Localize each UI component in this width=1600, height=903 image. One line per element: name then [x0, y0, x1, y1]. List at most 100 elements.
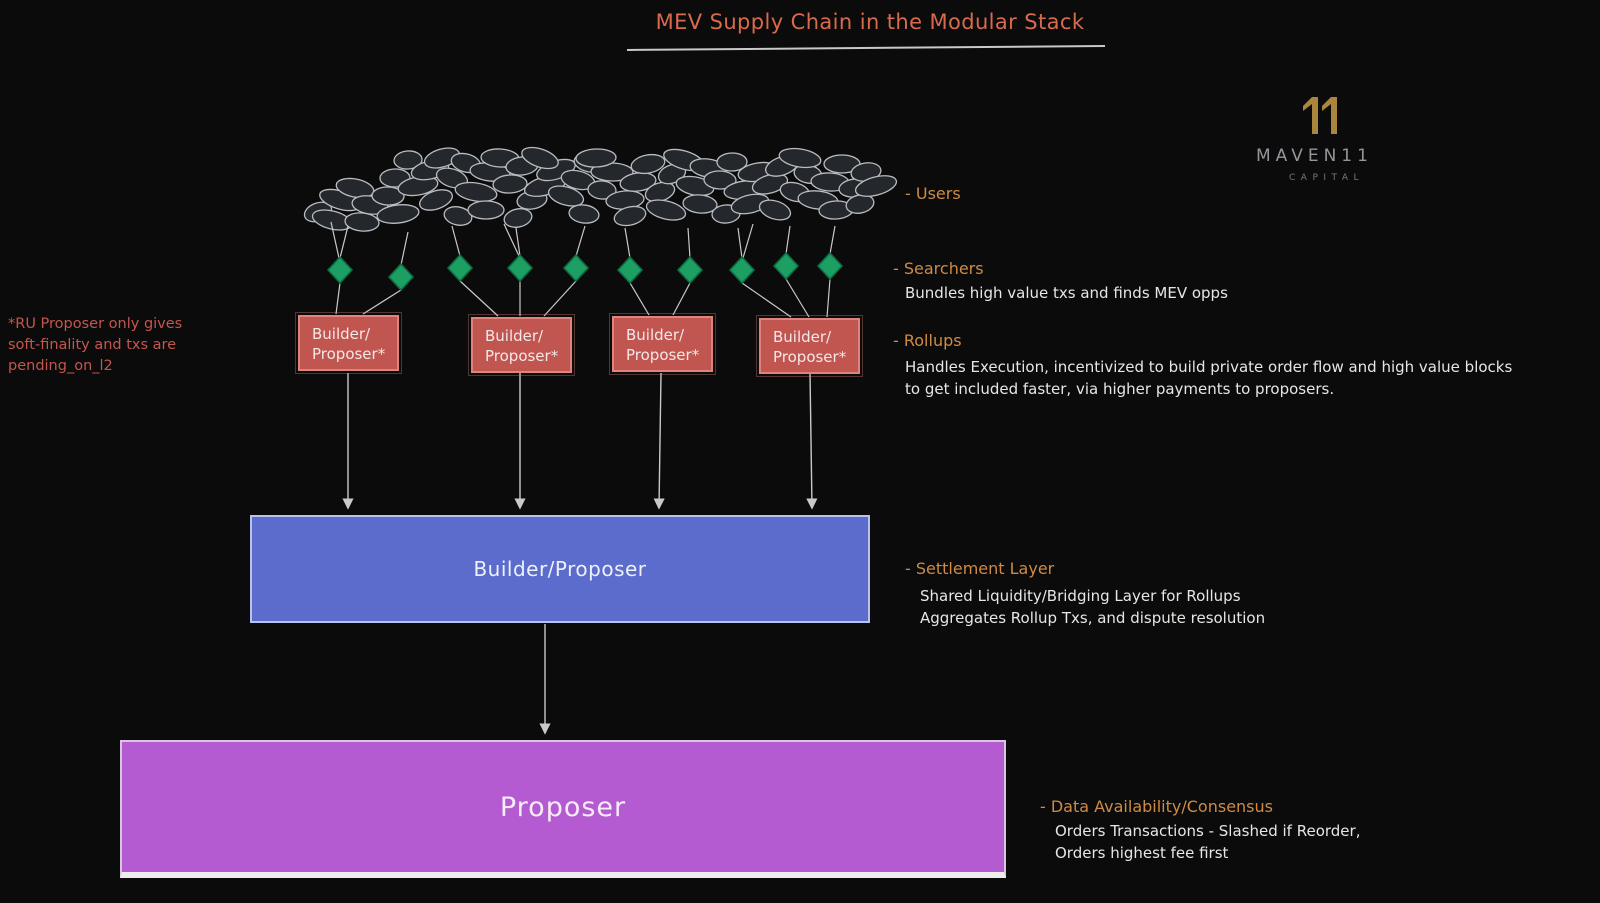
rollup-builder-node: Builder/ Proposer* [756, 315, 863, 377]
users-cluster [303, 146, 898, 232]
connector-line [741, 282, 792, 318]
node-label: Proposer* [773, 348, 847, 366]
connector-line [785, 225, 791, 255]
rollup-builder-node: Builder/ Proposer* [295, 312, 402, 374]
connector-line [451, 225, 461, 257]
connector-line [459, 280, 499, 317]
user-icon [630, 153, 666, 175]
flow-arrow [653, 372, 665, 510]
connector-line [575, 225, 586, 257]
user-icon [778, 147, 822, 169]
connector-line [339, 225, 349, 259]
annotation-label: - Data Availability/Consensus [1040, 797, 1273, 816]
user-icon [613, 205, 647, 227]
footnote-line: pending_on_l2 [8, 358, 113, 374]
user-icon [854, 175, 898, 197]
annotation-label: - Settlement Layer [905, 559, 1055, 578]
connector-line [330, 221, 340, 259]
node-label: Proposer* [485, 347, 559, 365]
user-icon [645, 199, 687, 221]
connector-line [672, 282, 691, 316]
connector-line [785, 278, 810, 318]
user-icon [758, 199, 792, 221]
searcher-diamond-icon [387, 262, 415, 292]
connector-line [829, 225, 836, 255]
rollup-builder-node: Builder/ Proposer* [609, 313, 716, 375]
connector-line [400, 231, 409, 266]
maven11-logo-icon [1303, 97, 1337, 134]
user-icon [682, 194, 718, 214]
footnote-line: soft-finality and txs are [8, 337, 177, 353]
connector-lines [330, 221, 836, 318]
title-underline [626, 45, 1106, 51]
user-icon [619, 172, 657, 192]
footnote-line: *RU Proposer only gives [8, 316, 183, 332]
logo-subtitle: CAPITAL [1289, 173, 1364, 183]
user-icon [344, 212, 380, 232]
searcher-diamond-icon [326, 255, 354, 285]
node-label: Builder/ [773, 328, 832, 346]
user-icon [371, 186, 405, 206]
user-icon [467, 200, 505, 220]
annotation-text: Bundles high value txs and finds MEV opp… [905, 284, 1228, 302]
user-icon [716, 152, 748, 172]
annotation-text: Shared Liquidity/Bridging Layer for Roll… [920, 587, 1241, 605]
user-icon [521, 146, 559, 170]
annotation-text: Handles Execution, incentivized to build… [905, 358, 1513, 376]
annotation-label: - Searchers [893, 259, 984, 278]
connector-line [335, 282, 341, 315]
node-label: Proposer [499, 791, 627, 823]
user-icon [547, 185, 585, 207]
annotation-rollups: - Rollups Handles Execution, incentivize… [893, 330, 1512, 400]
searcher-diamond-icon [772, 251, 800, 281]
searcher-diamonds [326, 251, 844, 292]
annotation-text: Orders highest fee first [1055, 843, 1229, 862]
user-icon [419, 189, 453, 211]
connector-line [543, 280, 577, 317]
annotation-text: Orders Transactions - Slashed if Reorder… [1055, 822, 1361, 840]
user-icon [454, 181, 498, 203]
node-label: Builder/ [626, 326, 685, 344]
flow-arrows [342, 372, 818, 735]
user-icon [376, 204, 420, 224]
page-title: MEV Supply Chain in the Modular Stack [655, 10, 1085, 34]
logo-wordmark: MAVEN11 [1256, 146, 1373, 166]
user-icon [703, 170, 737, 190]
user-icon [492, 174, 528, 194]
node-label: Builder/Proposer [473, 557, 647, 581]
user-icon [568, 204, 600, 224]
searcher-diamond-icon [676, 255, 704, 285]
user-icon [503, 208, 533, 228]
user-icon [575, 148, 617, 168]
searcher-diamond-icon [506, 253, 534, 283]
annotation-text: to get included faster, via higher payme… [905, 379, 1335, 398]
searcher-diamond-icon [562, 253, 590, 283]
settlement-layer-node: Builder/Proposer [250, 515, 870, 623]
connector-line [826, 278, 831, 318]
annotation-searchers: - Searchers Bundles high value txs and f… [893, 258, 1228, 305]
connector-line [362, 289, 402, 315]
connector-line [624, 227, 631, 259]
searcher-diamond-icon [816, 251, 844, 281]
annotation-text: Aggregates Rollup Txs, and dispute resol… [920, 608, 1266, 627]
user-icon [845, 194, 875, 214]
connector-line [515, 227, 521, 257]
annotation-label: - Rollups [893, 331, 962, 350]
node-label: Builder/ [312, 325, 371, 343]
user-icon [393, 150, 423, 170]
connector-line [737, 227, 743, 259]
flow-arrow [806, 372, 818, 510]
annotation-label: - Users [905, 184, 961, 203]
connector-line [503, 223, 520, 257]
connector-line [742, 223, 754, 259]
connector-line [687, 227, 691, 259]
node-label: Proposer* [312, 345, 386, 363]
connector-line [629, 282, 650, 316]
annotation-users: - Users [905, 183, 961, 205]
searcher-diamond-icon [446, 253, 474, 283]
annotation-data-availability: - Data Availability/Consensus Orders Tra… [1040, 796, 1360, 864]
proposer-node: Proposer [120, 740, 1006, 878]
searcher-diamond-icon [616, 255, 644, 285]
